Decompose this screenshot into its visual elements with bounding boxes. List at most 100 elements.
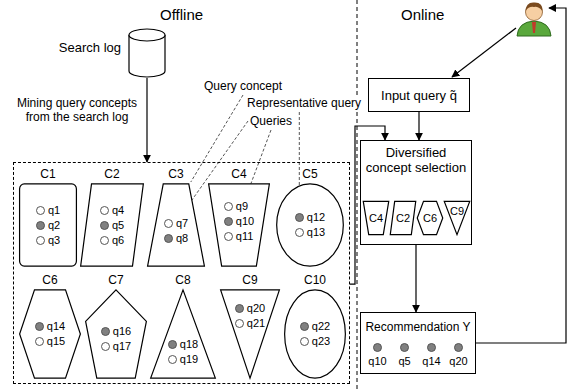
query-row: q21 [235,316,265,331]
query-list-area: q18q19 [150,289,216,379]
query-dot [224,202,233,211]
query-row: q7 [164,216,188,231]
concept-id: C4 [369,212,383,224]
concept-id: C8 [150,273,216,287]
query-concept: C8 q18q19 [150,273,216,379]
concept-id: C1 [19,167,77,181]
query-concept: C3 q7q8 [147,167,205,267]
cylinder-shape [128,28,166,78]
database-cylinder: Search log [128,28,166,78]
query-dot [101,342,110,351]
input-label: Input query q̃ [381,88,457,103]
outline-polygon [221,290,280,378]
outline-ellipse [285,290,346,378]
user-icon [517,2,551,36]
query-id: q4 [112,203,124,218]
query-dot [36,236,45,245]
selected-concept: C6 [417,201,443,235]
representative-dot [300,322,309,331]
selected-concept: C4 [363,201,389,235]
query-dot [100,206,109,215]
representative-dot [36,221,45,230]
step-note: Mining query concepts from the search lo… [14,96,140,124]
query-list-area: q16q17 [85,289,147,379]
query-row: q4 [100,203,124,218]
representative-dot [168,340,177,349]
query-id: q17 [113,339,131,354]
query-id: q15 [47,334,65,349]
concept-id: C2 [396,212,410,224]
query-row: q18 [168,337,198,352]
representative-dot [101,327,110,336]
query-row: q19 [168,352,198,367]
representative-dot [164,234,173,243]
outline-polygon [81,184,144,266]
query-row: q3 [36,233,60,248]
query-row: q12 [295,210,325,225]
query-dot [235,319,244,328]
representative-dot [373,343,382,352]
query-row: q6 [100,233,124,248]
callout-label: Query concept [204,79,282,93]
selected-concept: C9 [444,201,470,235]
section-divider [357,0,358,389]
flow-arrow [418,112,419,140]
process-label: Diversified concept selection [364,145,468,175]
query-id: q9 [236,199,248,214]
concept-outline [284,289,346,379]
output-box: Recommendation Yq10q5q14q20 [360,312,476,374]
flow-arrow [415,245,416,312]
outline-polygon [363,201,388,234]
query-row: q14 [35,319,65,334]
outline-polygon [20,290,81,378]
concept-id: C6 [423,212,437,224]
outline-polygon [390,201,415,234]
concept-id: C2 [80,167,144,181]
query-row: q23 [300,334,330,349]
representative-dot [35,322,44,331]
database-label: Search log [59,40,121,55]
query-row: q10 [224,214,254,229]
query-list: q1q2q3 [36,203,60,248]
query-row: q16 [101,324,131,339]
recommended-item: q5 [394,343,416,368]
query-id: q20 [449,354,467,368]
concept-outline [19,289,81,379]
query-list: q16q17 [101,324,131,354]
query-id: q5 [398,354,410,368]
query-row: q9 [224,199,248,214]
query-dot [100,236,109,245]
query-list: q20q21 [235,301,265,331]
selected-concept: C2 [390,201,416,235]
query-id: q8 [176,231,188,246]
query-list: q9q10q11 [224,199,254,244]
outline-polygon [151,290,216,378]
representative-dot [295,213,304,222]
query-dot [295,228,304,237]
query-row: q13 [295,225,325,240]
process-box: Diversified concept selectionC4 C2 C6 C9 [360,140,472,245]
concept-group: C1q1q2q3C2q4q5q6C3q7q8C4q9q10q11C5q12q13… [13,162,350,384]
query-id: q16 [113,324,131,339]
representative-dot [224,217,233,226]
query-list-area: q7q8 [147,183,205,267]
query-id: q5 [112,218,124,233]
outline-polygon [417,201,442,234]
query-id: q12 [307,210,325,225]
query-row: q8 [164,231,188,246]
query-dot [168,355,177,364]
query-concept: C10q22q23 [284,273,346,379]
query-list-area: q12q13 [276,183,344,267]
concept-id: C3 [147,167,205,181]
callout-label: Representative query [246,96,362,110]
query-list: q4q5q6 [100,203,124,248]
query-list: q14q15 [35,319,65,349]
query-row: q2 [36,218,60,233]
concept-id: C6 [19,273,81,287]
query-list-area: q9q10q11 [208,183,270,267]
representative-dot [400,343,409,352]
concept-id: C10 [284,273,346,287]
representative-dot [454,343,463,352]
query-list-area: q20q21 [220,289,280,379]
